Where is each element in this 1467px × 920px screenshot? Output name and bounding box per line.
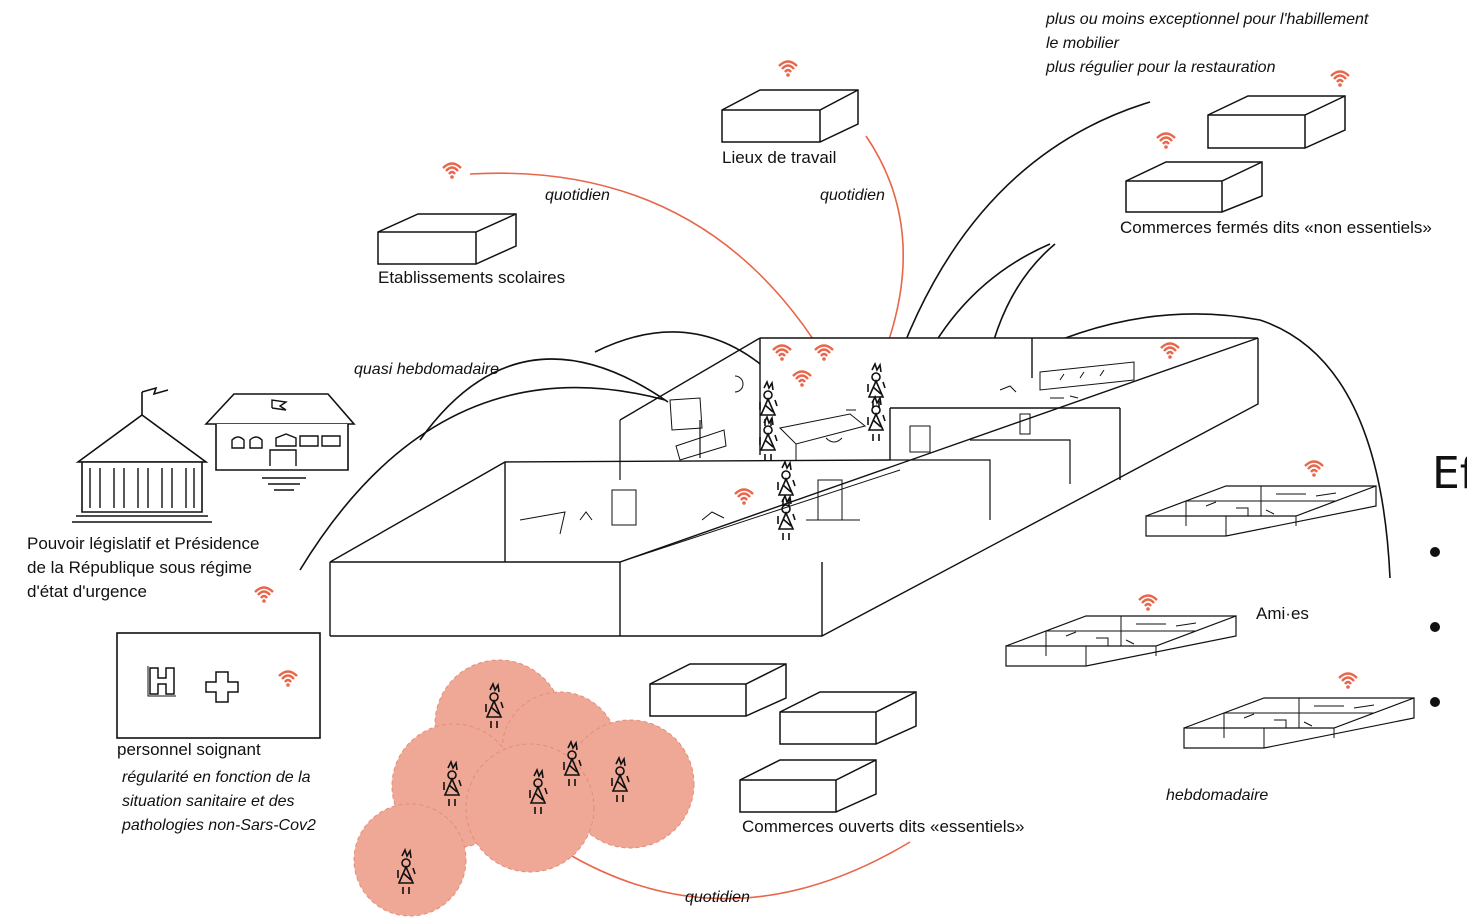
freq-quotidien-ecole: quotidien <box>545 187 610 204</box>
signal-icon <box>1329 70 1351 89</box>
freq-regularite-3: pathologies non-Sars-Cov2 <box>122 817 316 834</box>
freq-mobilier: le mobilier <box>1046 35 1119 52</box>
signal-icon <box>777 60 799 79</box>
friend-home-1 <box>1145 485 1377 537</box>
signal-icon <box>1137 594 1159 612</box>
arc-shops-closed-1 <box>885 101 1151 396</box>
signal-icon <box>441 162 463 181</box>
bullet-point <box>1430 547 1440 557</box>
arc-essential-shops <box>564 841 911 900</box>
hospital-box <box>116 632 321 739</box>
label-amies: Ami·es <box>1256 604 1309 623</box>
label-commerces-ouverts: Commerces ouverts dits «essentiels» <box>742 817 1025 836</box>
box-commerce-1 <box>1207 95 1346 149</box>
freq-quotidien-travail: quotidien <box>820 187 885 204</box>
freq-hebdomadaire: hebdomadaire <box>1166 787 1269 804</box>
label-pouvoir-line2: de la République sous régime <box>27 558 252 577</box>
label-commerces-fermes: Commerces fermés dits «non essentiels» <box>1120 218 1432 237</box>
freq-regularite-2: situation sanitaire et des <box>122 793 295 810</box>
arc-schools-to-home <box>469 172 841 385</box>
friend-home-3 <box>1183 697 1415 749</box>
box-etablissements <box>377 213 517 265</box>
freq-restauration: plus régulier pour la restauration <box>1046 59 1276 76</box>
central-home-floorplan <box>329 337 1259 637</box>
label-etablissements: Etablissements scolaires <box>378 268 566 287</box>
label-lieux-de-travail: Lieux de travail <box>722 148 837 167</box>
freq-regularite-1: régularité en fonction de la <box>122 769 311 786</box>
freq-quasi-hebdomadaire: quasi hebdomadaire <box>354 361 499 378</box>
box-commerce-2 <box>1125 161 1263 213</box>
arc-parliament <box>299 386 666 571</box>
box-essentiel-2 <box>779 691 917 745</box>
label-pouvoir-line3: d'état d'urgence <box>27 582 147 601</box>
contact-bubbles <box>353 659 695 917</box>
signal-icon <box>1337 672 1359 690</box>
friend-home-2 <box>1005 615 1237 667</box>
parliament-building-icon <box>72 386 212 523</box>
freq-quotidien-bas: quotidien <box>685 889 750 906</box>
box-essentiel-1 <box>649 663 787 717</box>
side-panel-title: Ef <box>1432 448 1467 499</box>
box-lieux-de-travail <box>721 89 859 143</box>
signal-icon <box>1303 460 1325 478</box>
signal-icon <box>1155 132 1177 151</box>
label-personnel-soignant: personnel soignant <box>117 740 261 759</box>
bullet-point <box>1430 622 1440 632</box>
bullet-point <box>1430 697 1440 707</box>
box-essentiel-3 <box>739 759 877 813</box>
arc-work-to-home <box>865 135 904 355</box>
elysee-palace-icon <box>204 393 356 491</box>
signal-icon <box>253 586 275 604</box>
arc-quasi-hebdo-1 <box>419 358 669 441</box>
freq-habillement: plus ou moins exceptionnel pour l'habill… <box>1046 11 1369 28</box>
label-pouvoir-line1: Pouvoir législatif et Présidence <box>27 534 260 553</box>
